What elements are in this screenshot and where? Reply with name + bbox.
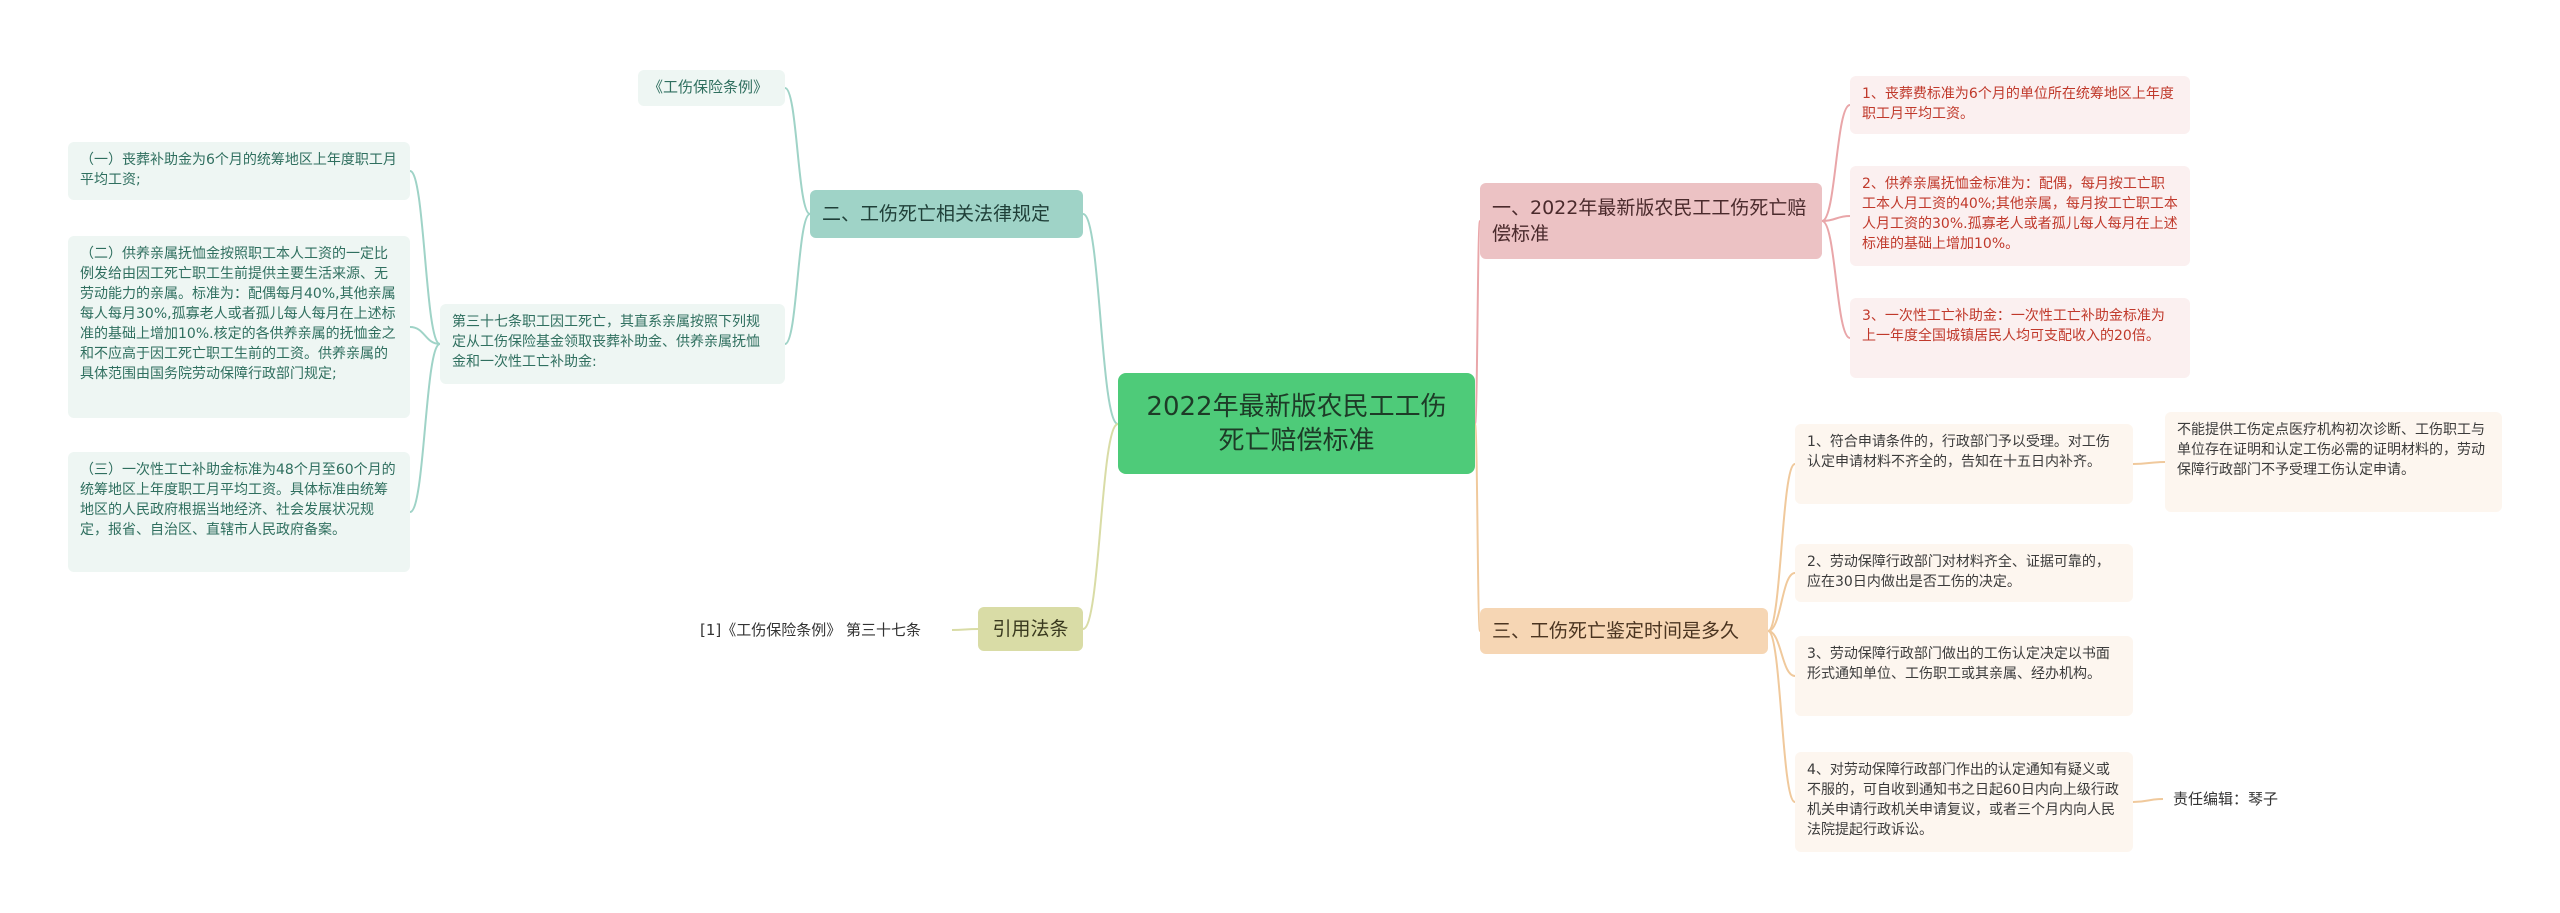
root-topic[interactable]: 2022年最新版农民工工伤死亡赔偿标准: [1118, 373, 1475, 474]
citation-item[interactable]: [1]《工伤保险条例》 第三十七条: [700, 621, 922, 639]
item-funeral-subsidy[interactable]: （一）丧葬补助金为6个月的统筹地区上年度职工月平均工资;: [68, 142, 410, 200]
link-law-regulation: [784, 87, 811, 215]
article-37-intro[interactable]: 第三十七条职工因工死亡，其直系亲属按照下列规定从工伤保险基金领取丧葬补助金、供养…: [440, 304, 785, 384]
time-item-1[interactable]: 1、符合申请条件的，行政部门予以受理。对工伤认定申请材料不齐全的，告知在十五日内…: [1795, 424, 2133, 504]
link-standard-item3: [1821, 220, 1851, 339]
link-article-item3: [409, 343, 441, 513]
link-root-law: [1082, 213, 1119, 425]
item-death-lump-sum[interactable]: （三）一次性工亡补助金标准为48个月至60个月的统筹地区上年度职工月平均工资。具…: [68, 452, 410, 572]
branch-determination-time[interactable]: 三、工伤死亡鉴定时间是多久: [1480, 608, 1768, 654]
standard-item-lump-sum[interactable]: 3、一次性工亡补助金：一次性工亡补助金标准为上一年度全国城镇居民人均可支配收入的…: [1850, 298, 2190, 378]
link-citation-item: [951, 628, 979, 631]
time-item-2[interactable]: 2、劳动保障行政部门对材料齐全、证据可靠的，应在30日内做出是否工伤的决定。: [1795, 544, 2133, 602]
link-item4-note: [2132, 798, 2164, 803]
standard-item-funeral[interactable]: 1、丧葬费标准为6个月的单位所在统筹地区上年度职工月平均工资。: [1850, 76, 2190, 134]
link-time-item3: [1767, 630, 1796, 677]
editor-credit: 责任编辑：琴子: [2173, 790, 2279, 808]
link-standard-item1: [1821, 104, 1851, 222]
regulation-title[interactable]: 《工伤保险条例》: [638, 70, 785, 106]
time-item-3[interactable]: 3、劳动保障行政部门做出的工伤认定决定以书面形式通知单位、工伤职工或其亲属、经办…: [1795, 636, 2133, 716]
link-item1-note: [2132, 461, 2166, 465]
time-note-incomplete-materials[interactable]: 不能提供工伤定点医疗机构初次诊断、工伤职工与单位存在证明和认定工伤必需的证明材料…: [2165, 412, 2502, 512]
root-title: 2022年最新版农民工工伤死亡赔偿标准: [1146, 391, 1447, 456]
link-root-standard: [1474, 220, 1481, 425]
time-item-4[interactable]: 4、对劳动保障行政部门作出的认定通知有疑义或不服的，可自收到通知书之日起60日内…: [1795, 752, 2133, 852]
link-article-item2: [409, 326, 441, 345]
link-root-time: [1474, 423, 1481, 632]
branch-citations[interactable]: 引用法条: [978, 607, 1083, 651]
link-time-item4: [1767, 630, 1796, 803]
standard-item-pension[interactable]: 2、供养亲属抚恤金标准为：配偶，每月按工亡职工本人月工资的40%;其他亲属，每月…: [1850, 166, 2190, 266]
link-time-item2: [1767, 572, 1796, 632]
link-article-item1: [409, 170, 441, 345]
link-law-article: [784, 213, 811, 345]
branch-compensation-standard[interactable]: 一、2022年最新版农民工工伤死亡赔偿标准: [1480, 183, 1822, 259]
branch-law-provisions-label: 二、工伤死亡相关法律规定: [822, 203, 1051, 225]
link-time-item1: [1767, 463, 1796, 632]
link-standard-item2: [1821, 215, 1851, 222]
link-root-citation: [1082, 423, 1119, 630]
item-dependent-pension[interactable]: （二）供养亲属抚恤金按照职工本人工资的一定比例发给由因工死亡职工生前提供主要生活…: [68, 236, 410, 418]
branch-law-provisions[interactable]: 二、工伤死亡相关法律规定: [810, 190, 1083, 238]
